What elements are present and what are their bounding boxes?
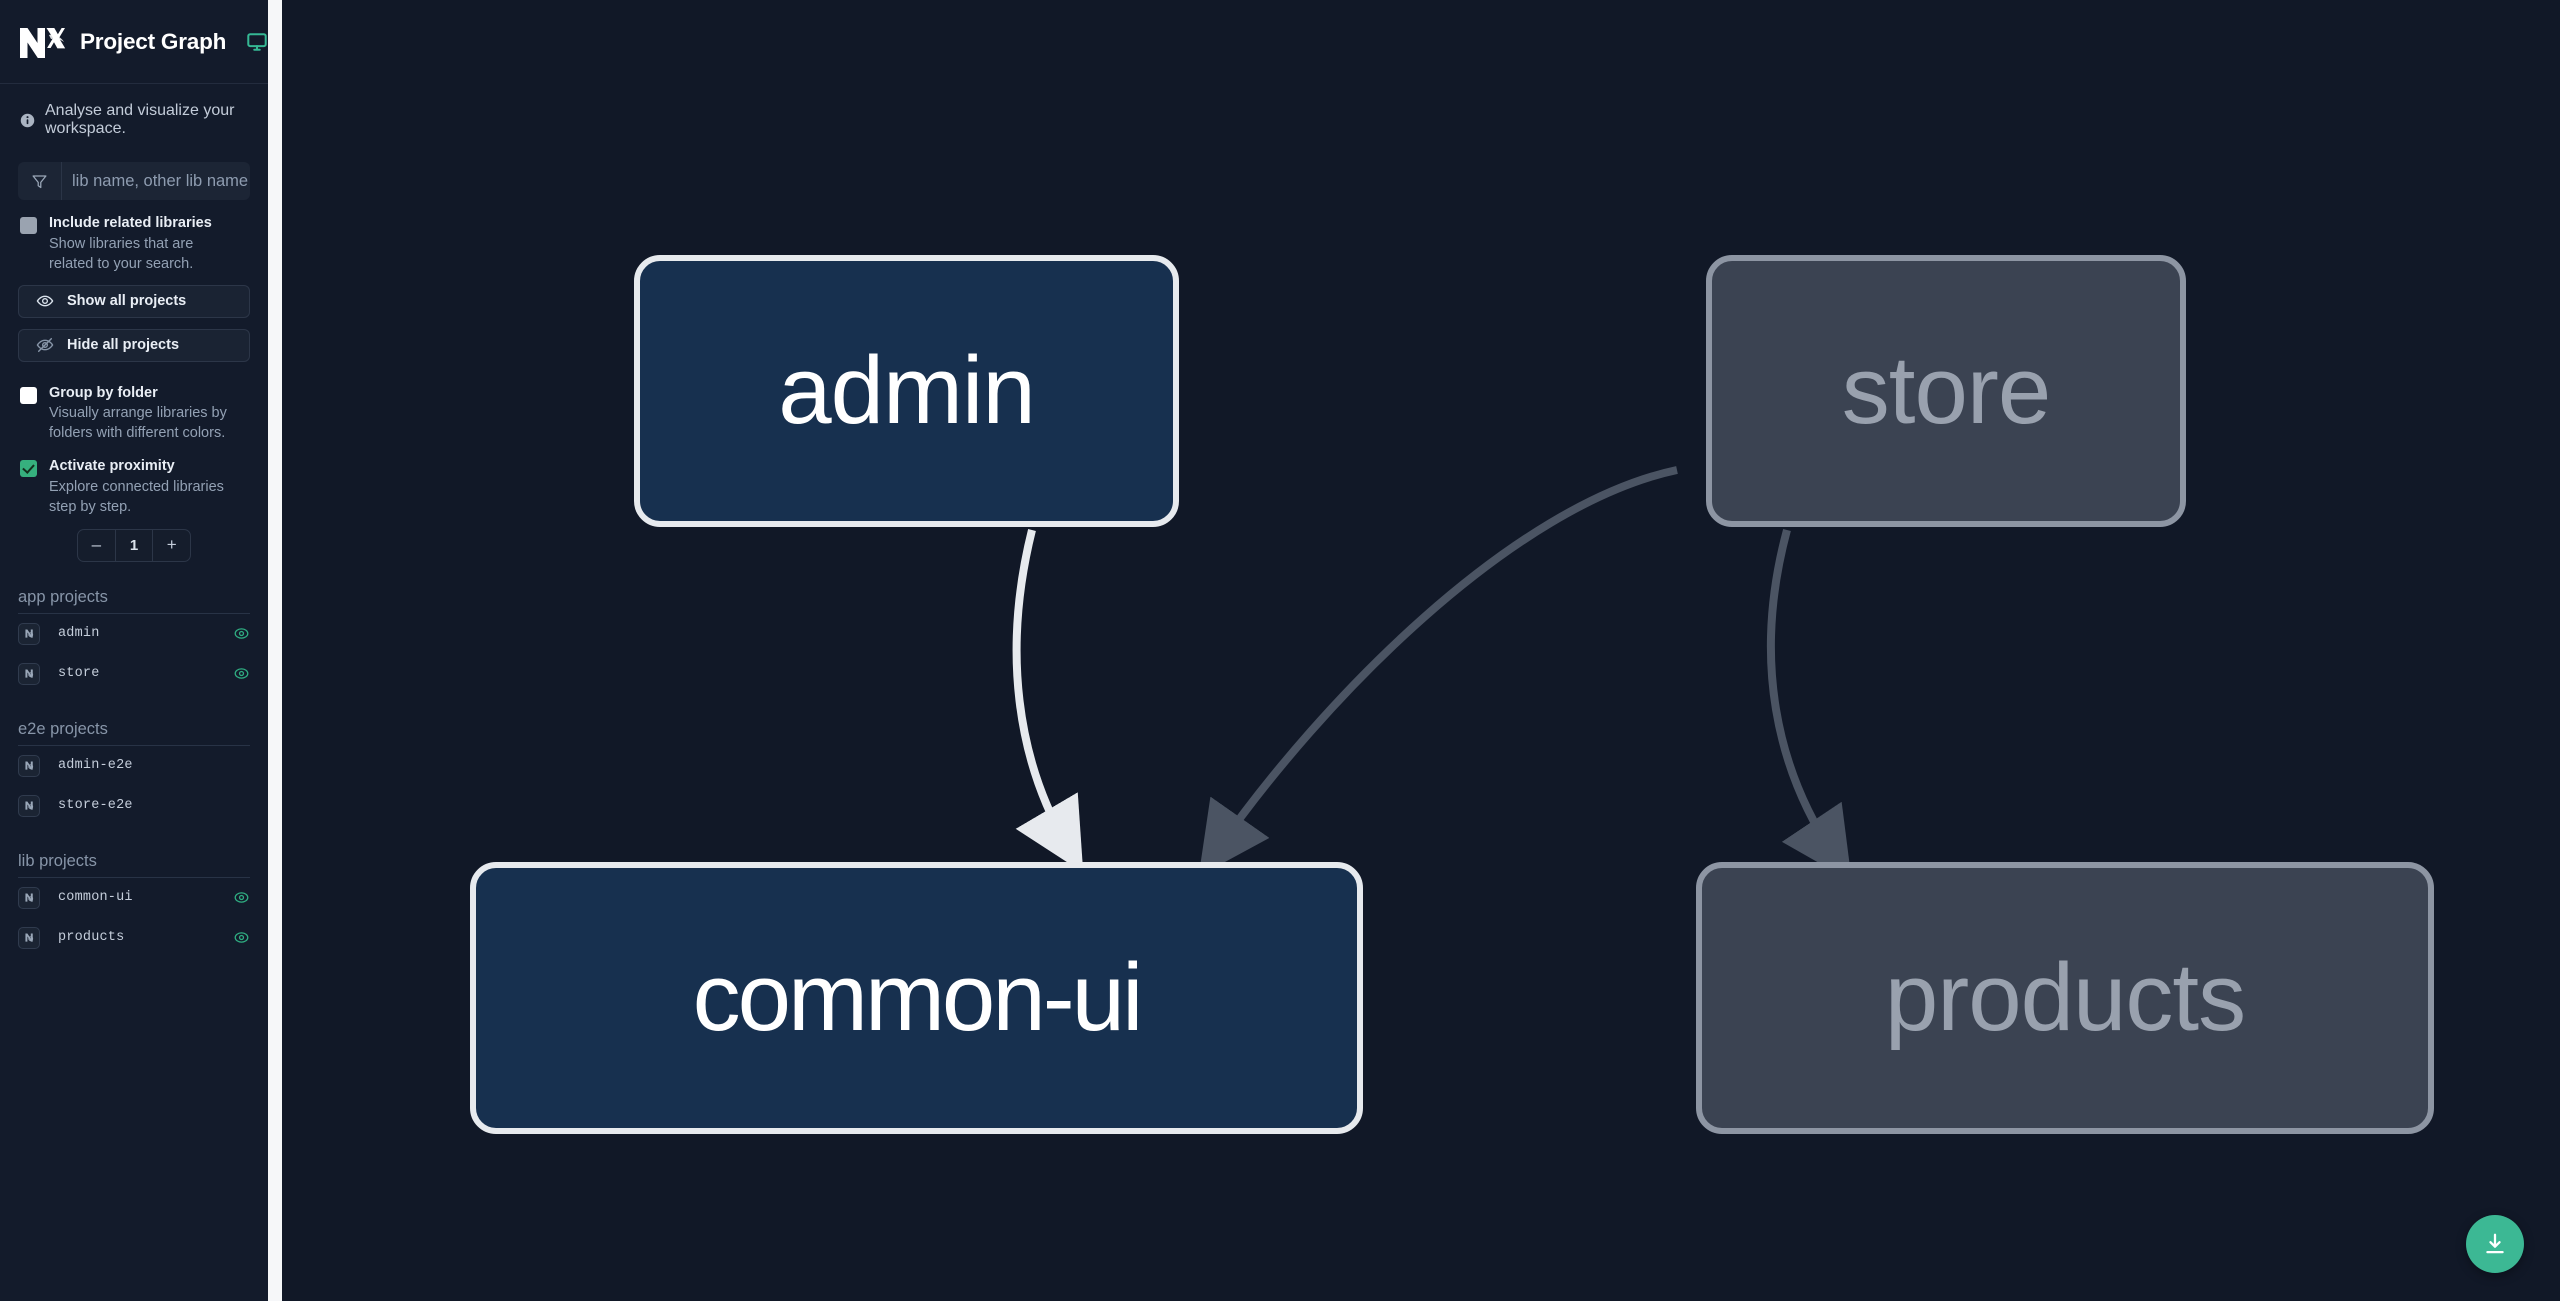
nx-project-icon (24, 669, 33, 678)
edge-store-to-products (1766, 528, 1852, 882)
project-visibility-eye-icon[interactable] (233, 889, 250, 906)
search-input[interactable] (62, 162, 250, 200)
project-row-store-e2e[interactable]: store-e2e (18, 786, 250, 826)
project-visibility-eye-icon[interactable] (233, 625, 250, 642)
project-icon (18, 622, 40, 645)
project-icon (18, 662, 40, 685)
proximity-stepper[interactable]: – 1 + (77, 528, 191, 562)
edge-store-to-common-ui (1198, 466, 1678, 877)
graph-node-label: store (1841, 337, 2051, 444)
project-icon (18, 754, 40, 777)
project-name: admin-e2e (58, 758, 133, 774)
graph-node-products[interactable]: products (1696, 862, 2434, 1134)
project-name: store-e2e (58, 798, 133, 814)
include-related-label: Include related libraries (49, 215, 212, 231)
activate-proximity-checkbox[interactable] (20, 460, 37, 478)
download-icon (2486, 1233, 2504, 1254)
nx-logo-icon (20, 27, 66, 58)
project-icon (18, 926, 40, 949)
project-row-store[interactable]: store (18, 654, 250, 694)
project-name: products (58, 930, 125, 946)
option-activate-proximity[interactable]: Activate proximity Explore connected lib… (0, 443, 268, 517)
proximity-value: 1 (114, 529, 154, 561)
graph-node-common-ui[interactable]: common-ui (470, 862, 1363, 1134)
project-row-common-ui[interactable]: common-ui (18, 878, 250, 918)
graph-node-store[interactable]: store (1706, 255, 2186, 527)
download-graph-button[interactable] (2466, 1215, 2524, 1273)
project-name: admin (58, 626, 100, 642)
nx-project-icon (24, 761, 33, 770)
eye-off-icon (36, 338, 54, 353)
proximity-increment-button[interactable]: + (153, 530, 190, 561)
sidebar-header: Project Graph (0, 0, 268, 84)
group-title-lib: lib projects (18, 852, 250, 878)
project-row-products[interactable]: products (18, 918, 250, 958)
search-field[interactable] (18, 162, 250, 200)
graph-node-label: products (1884, 944, 2246, 1051)
graph-node-admin[interactable]: admin (634, 255, 1179, 527)
project-visibility-eye-icon[interactable] (233, 929, 250, 946)
nx-project-icon (24, 629, 33, 638)
activate-proximity-description: Explore connected libraries step by step… (49, 478, 224, 515)
sidebar: Project Graph Analyse and visualize your… (0, 0, 268, 1301)
hide-all-projects-button[interactable]: Hide all projects (18, 328, 250, 362)
tagline: Analyse and visualize your workspace. (0, 84, 268, 138)
funnel-icon (32, 174, 47, 188)
nx-project-icon (24, 801, 33, 810)
option-include-related[interactable]: Include related libraries Show libraries… (0, 200, 268, 274)
group-title-app: app projects (18, 588, 250, 614)
graph-canvas[interactable]: admin store common-ui products (282, 0, 2560, 1301)
project-row-admin-e2e[interactable]: admin-e2e (18, 746, 250, 786)
project-visibility-eye-icon[interactable] (233, 665, 250, 682)
nx-project-icon (24, 933, 33, 942)
group-app-projects: app projects admin (0, 588, 268, 694)
eye-icon (36, 295, 54, 307)
project-row-admin[interactable]: admin (18, 614, 250, 654)
tagline-text: Analyse and visualize your workspace. (45, 102, 235, 137)
edge-admin-to-common-ui (1012, 529, 1084, 873)
project-name: common-ui (58, 890, 133, 906)
sidebar-resize-handle[interactable] (268, 0, 282, 1301)
show-all-projects-button[interactable]: Show all projects (18, 284, 250, 318)
hide-all-projects-label: Hide all projects (67, 337, 180, 354)
page-title: Project Graph (80, 28, 227, 54)
group-by-folder-label: Group by folder (49, 384, 158, 401)
include-related-description: Show libraries that are related to your … (49, 235, 194, 272)
group-title-e2e: e2e projects (18, 720, 250, 746)
proximity-decrement-button[interactable]: – (78, 530, 115, 561)
info-icon (20, 113, 35, 127)
group-by-folder-checkbox[interactable] (20, 386, 37, 404)
option-group-by-folder[interactable]: Group by folder Visually arrange librari… (0, 362, 268, 444)
project-icon (18, 794, 40, 817)
group-lib-projects: lib projects common-ui (0, 852, 268, 958)
show-all-projects-label: Show all projects (67, 293, 187, 310)
graph-node-label: admin (778, 337, 1035, 444)
monitor-icon[interactable] (246, 31, 268, 53)
group-e2e-projects: e2e projects admin-e2e store-e2 (0, 720, 268, 826)
project-icon (18, 886, 40, 909)
group-by-folder-description: Visually arrange libraries by folders wi… (49, 405, 227, 442)
graph-node-label: common-ui (692, 944, 1144, 1051)
activate-proximity-label: Activate proximity (49, 458, 175, 475)
graph-edges (1012, 466, 1852, 882)
project-name: store (58, 666, 100, 682)
nx-project-icon (24, 893, 33, 902)
include-related-checkbox[interactable] (20, 217, 37, 234)
filter-icon-box (18, 162, 62, 200)
